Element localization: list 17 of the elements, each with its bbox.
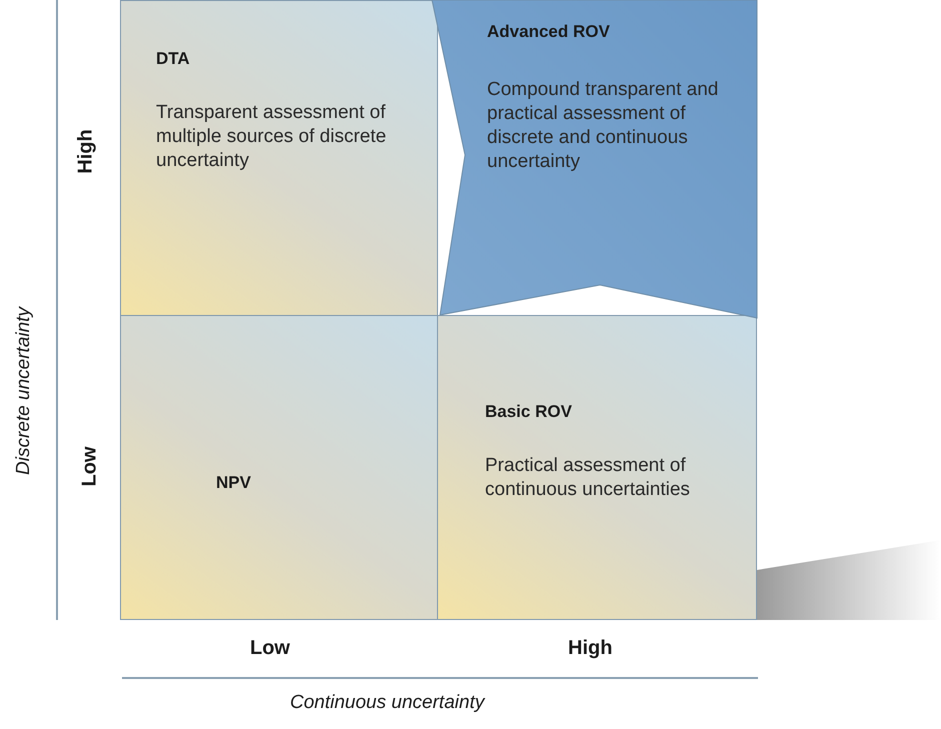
axis-tick-label: Low: [250, 637, 290, 660]
axis-tick-label: High: [568, 637, 612, 660]
axis-tick-label: High: [74, 129, 98, 174]
axis-title: Continuous uncertainty: [290, 692, 484, 714]
quadrant-box: [120, 315, 438, 620]
quadrant-heading: NPV: [216, 473, 251, 493]
quadrant-description: Practical assessment of continuous uncertainties: [485, 454, 691, 502]
quadrant-heading: DTA: [156, 49, 190, 69]
quadrant-box: [120, 0, 438, 316]
quadrant-box: [437, 315, 757, 620]
quadrant-description: Transparent assessment of multiple sources of discrete uncertainty: [156, 101, 388, 173]
quadrant-description: Compound transparent and practical assessment of discrete and continuous uncertainty: [487, 78, 720, 174]
quadrant-heading: Advanced ROV: [487, 22, 610, 42]
highlighted-quadrant: [432, 0, 757, 318]
quadrant-heading: Basic ROV: [485, 402, 572, 422]
axis-title: Discrete uncertainty: [12, 307, 35, 475]
axis-tick-label: Low: [78, 446, 102, 486]
